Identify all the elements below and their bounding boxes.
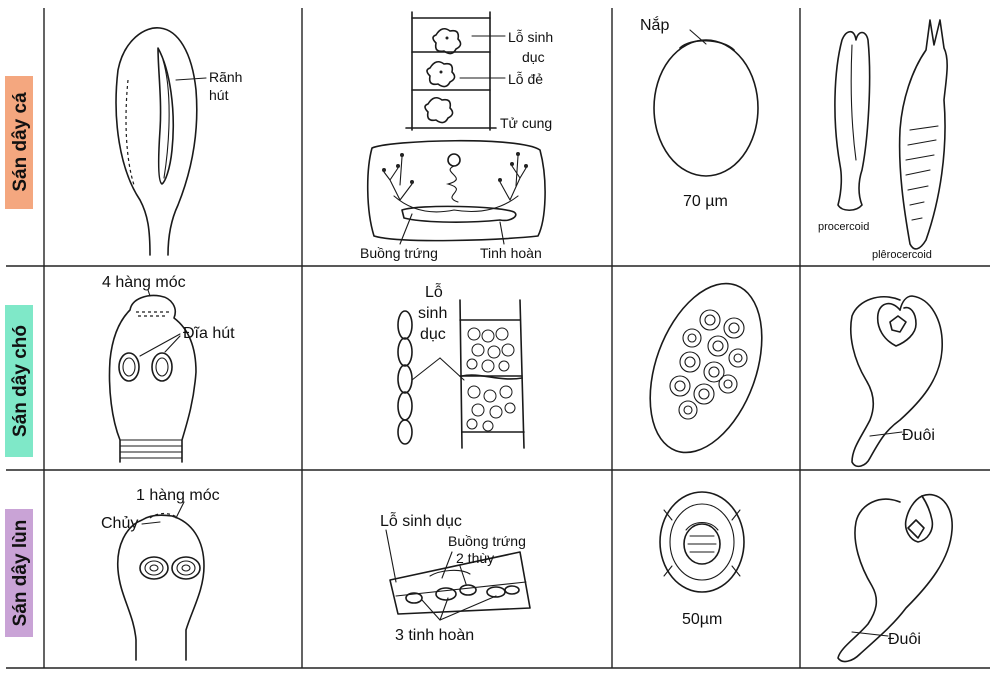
label-bothrium-2: hút — [209, 87, 229, 103]
svg-text:Sán dây cá: Sán dây cá — [10, 92, 31, 192]
label-genital-pore-2: dục — [522, 49, 545, 65]
row-label-bg — [5, 305, 33, 457]
row-label-fish-tapeworm: Sán dây cá — [5, 76, 33, 209]
dog-tapeworm-egg-drawing — [649, 282, 763, 454]
fish-tapeworm-segment-drawing — [366, 11, 546, 242]
label-tail-dog: Đuôi — [902, 427, 935, 444]
label-genital-pore-dog: Lỗ — [425, 282, 443, 301]
dog-tapeworm-larva-drawing — [849, 295, 943, 468]
row-label-bg — [5, 509, 33, 637]
label-bothrium: Rãnh — [209, 69, 242, 85]
label-uterus: Tử cung — [500, 115, 552, 131]
label-two-lobes: 2 thùy — [456, 550, 494, 566]
label-three-testes: 3 tinh hoàn — [395, 627, 474, 644]
label-suckers: Đĩa hút — [183, 325, 235, 342]
table-grid — [6, 8, 990, 669]
label-procercoid: procercoid — [818, 221, 869, 233]
label-genital-pore-dog-3: dục — [420, 326, 446, 343]
row-label-dwarf-tapeworm: Sán dây lùn — [5, 509, 33, 637]
label-1-row-hooks: 1 hàng móc — [136, 487, 220, 504]
dwarf-tapeworm-larva-drawing — [837, 493, 953, 663]
label-testis: Tinh hoàn — [480, 245, 542, 261]
dwarf-tapeworm-segment-drawing — [389, 551, 531, 615]
label-ovary-dwarf: Buồng trứng — [448, 533, 526, 549]
dog-tapeworm-scolex-drawing — [108, 294, 197, 463]
dwarf-tapeworm-scolex-drawing — [117, 512, 205, 661]
label-egg-size-50: 50µm — [682, 611, 722, 628]
label-genital-pore-dwarf: Lỗ sinh dục — [380, 511, 462, 530]
svg-text:Sán dây chó: Sán dây chó — [10, 325, 31, 437]
row-label-bg — [5, 76, 33, 209]
label-ovary: Buồng trứng — [360, 245, 438, 261]
label-uterine-pore: Lỗ đẻ — [508, 71, 543, 87]
dwarf-tapeworm-egg-drawing — [659, 491, 745, 593]
row-label-dog-tapeworm: Sán dây chó — [5, 305, 33, 457]
label-genital-pore-dog-2: sinh — [418, 305, 447, 322]
label-plerocercoid: plêrocercoid — [872, 249, 932, 261]
fish-tapeworm-scolex-drawing — [115, 27, 198, 256]
label-operculum: Nắp — [640, 15, 669, 34]
label-genital-pore: Lỗ sinh — [508, 29, 553, 45]
svg-text:Sán dây lùn: Sán dây lùn — [10, 520, 31, 627]
fish-tapeworm-larvae-drawing — [834, 19, 948, 250]
label-egg-size-70: 70 µm — [683, 193, 728, 210]
fish-tapeworm-egg-drawing — [653, 39, 759, 177]
dog-tapeworm-segment-drawing — [397, 299, 525, 449]
label-rostellum: Chủy — [101, 515, 138, 532]
label-4-rows-hooks: 4 hàng móc — [102, 274, 186, 291]
label-tail-dwarf: Đuôi — [888, 631, 921, 648]
